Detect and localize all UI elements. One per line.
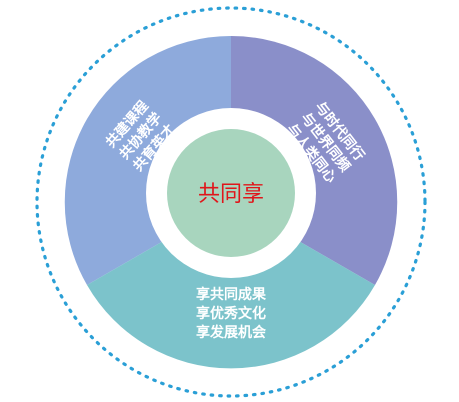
outer-dotted-ring <box>35 6 427 398</box>
segment-bottom-text: 享共同成果 享优秀文化 享发展机会 <box>196 286 267 341</box>
segment-bottom-line-2: 享优秀文化 <box>196 305 266 322</box>
center-label: 共同享 <box>198 182 264 207</box>
segment-bottom-line-3: 享发展机会 <box>196 324 267 341</box>
segment-bottom-line-1: 享共同成果 <box>196 286 267 303</box>
segment-bottom <box>87 202 375 369</box>
center-disc <box>167 129 295 257</box>
